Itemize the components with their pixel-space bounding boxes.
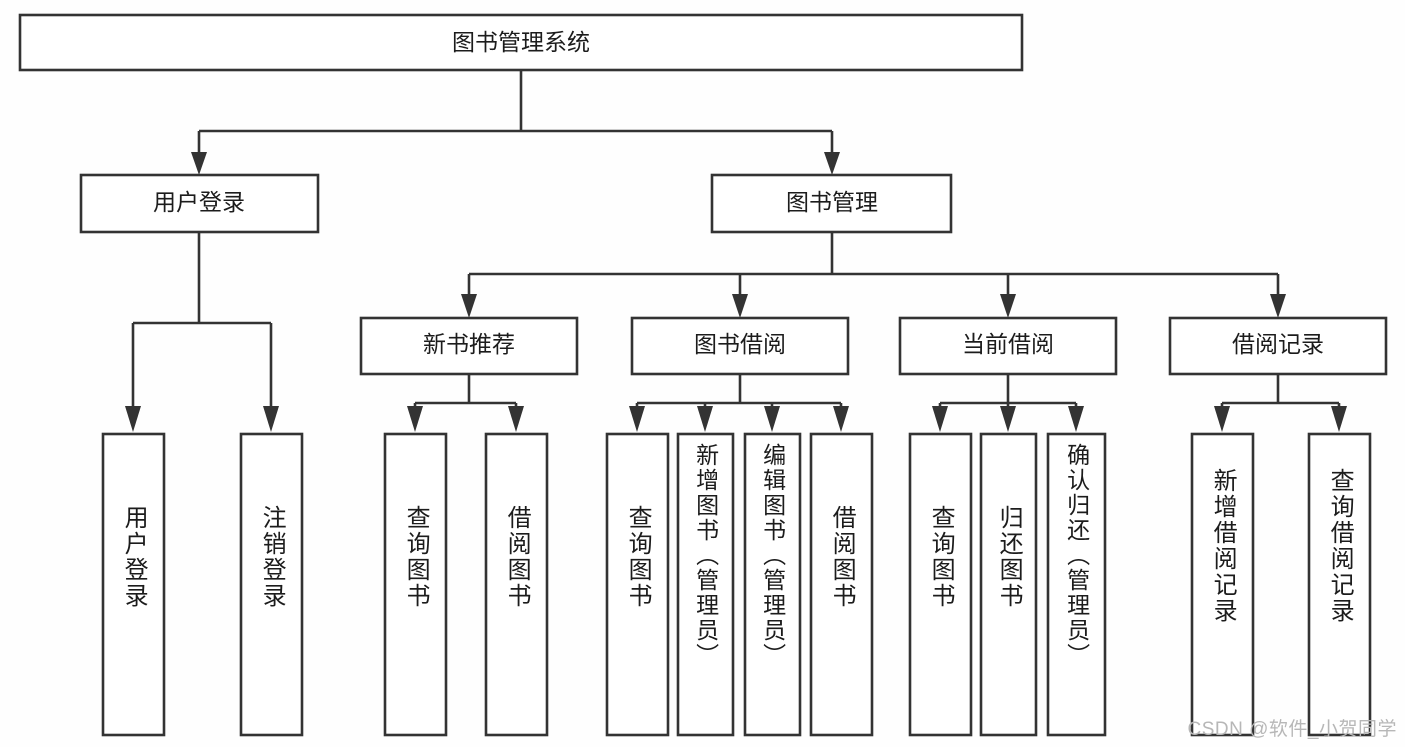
node-book-borrow[interactable]: 图书借阅 xyxy=(630,316,850,376)
node-book-manage-box[interactable] xyxy=(710,173,953,234)
arrowhead-br-leaf1 xyxy=(1214,406,1230,432)
arrowhead-book-borrow xyxy=(732,294,748,318)
arrowhead-borrow-record xyxy=(1270,294,1286,318)
node-current-borrow-label: 当前借阅 xyxy=(962,331,1054,357)
node-borrow-record[interactable]: 借阅记录 xyxy=(1168,316,1388,376)
node-root-box[interactable] xyxy=(18,13,1024,72)
leaf-box-user-login[interactable] xyxy=(101,432,166,737)
leaf-box-query-borrow-record[interactable] xyxy=(1307,432,1372,737)
arrowhead-book-manage xyxy=(824,152,840,175)
leaf-box-add-borrow-record[interactable] xyxy=(1190,432,1255,737)
leaf-box-confirm-return-admin[interactable] xyxy=(1046,432,1107,737)
arrowhead-cb-leaf1 xyxy=(932,406,948,432)
leaf-box-return-book[interactable] xyxy=(979,432,1038,737)
node-book-manage-label: 图书管理 xyxy=(786,189,878,215)
node-user-login-label: 用户登录 xyxy=(153,189,245,215)
node-new-book-recommend-box[interactable] xyxy=(359,316,579,376)
node-user-login-box[interactable] xyxy=(79,173,320,234)
node-current-borrow[interactable]: 当前借阅 xyxy=(898,316,1118,376)
leaf-box-edit-book-admin[interactable] xyxy=(743,432,802,737)
arrowhead-new-book-recommend xyxy=(461,294,477,318)
arrowhead-cb-leaf2 xyxy=(1000,406,1016,432)
node-new-book-recommend[interactable]: 新书推荐 xyxy=(359,316,579,376)
arrowhead-nb-leaf2 xyxy=(508,406,524,432)
node-new-book-recommend-label: 新书推荐 xyxy=(423,331,515,357)
connector-layer xyxy=(125,70,1347,432)
leaf-box-query-book-3[interactable] xyxy=(908,432,973,737)
node-root[interactable]: 图书管理系统 xyxy=(18,13,1024,72)
node-book-manage[interactable]: 图书管理 xyxy=(710,173,953,234)
leaf-box-logout[interactable] xyxy=(239,432,304,737)
arrowhead-bb-leaf2 xyxy=(697,406,713,432)
arrowhead-nb-leaf1 xyxy=(407,406,423,432)
leaf-box-add-book-admin[interactable] xyxy=(676,432,735,737)
leaf-box-query-book-2[interactable] xyxy=(605,432,670,737)
leaf-box-borrow-book-2[interactable] xyxy=(809,432,874,737)
arrowhead-cb-leaf3 xyxy=(1068,406,1084,432)
arrowhead-leaf-logout xyxy=(263,406,279,432)
node-book-borrow-label: 图书借阅 xyxy=(694,331,786,357)
node-borrow-record-box[interactable] xyxy=(1168,316,1388,376)
arrowhead-bb-leaf3 xyxy=(764,406,780,432)
leaf-box-query-book-1[interactable] xyxy=(383,432,448,737)
arrowhead-current-borrow xyxy=(1000,294,1016,318)
arrowhead-bb-leaf4 xyxy=(833,406,849,432)
node-book-borrow-box[interactable] xyxy=(630,316,850,376)
leaf-box-borrow-book-1[interactable] xyxy=(484,432,549,737)
arrowhead-leaf-user-login xyxy=(125,406,141,432)
node-borrow-record-label: 借阅记录 xyxy=(1232,331,1324,357)
node-current-borrow-box[interactable] xyxy=(898,316,1118,376)
arrowhead-bb-leaf1 xyxy=(629,406,645,432)
node-user-login[interactable]: 用户登录 xyxy=(79,173,320,234)
arrowhead-br-leaf2 xyxy=(1331,406,1347,432)
csdn-watermark: CSDN @软件_小贺同学 xyxy=(1187,719,1397,740)
arrowhead-user-login xyxy=(191,152,207,175)
node-root-label: 图书管理系统 xyxy=(452,29,590,55)
